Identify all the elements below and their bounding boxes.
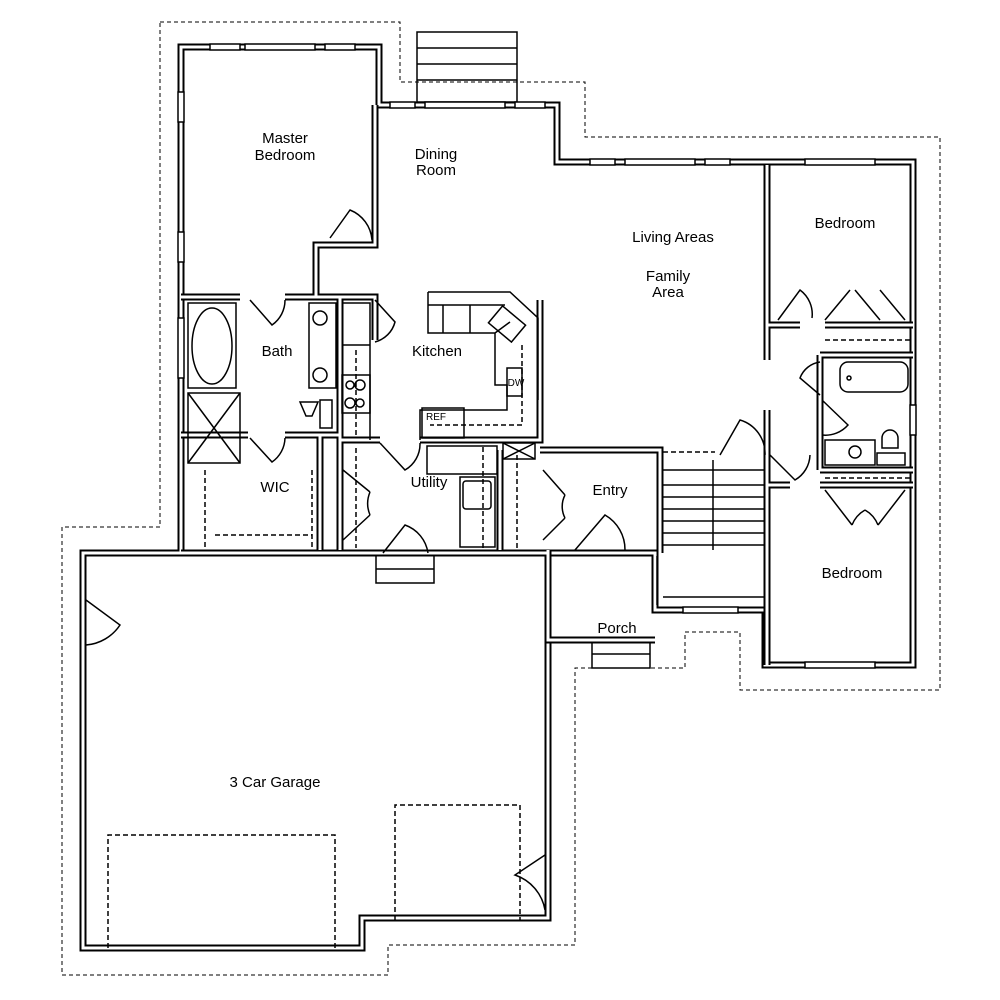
exterior-walls: [79, 43, 917, 952]
sink-icon: [848, 445, 862, 459]
washer: [459, 476, 496, 548]
refrigerator: [421, 407, 465, 439]
label-living-areas: Living Areas: [632, 229, 714, 246]
windows: [177, 43, 917, 669]
label-bedroom-1: Bedroom: [815, 215, 876, 232]
bathtub: [839, 361, 909, 393]
attic-access: [502, 442, 536, 460]
label-dining-room-2: Room: [416, 162, 456, 179]
label-family-area-2: Area: [652, 284, 684, 301]
roof-outline: [61, 21, 941, 976]
sink-icon: [312, 367, 328, 383]
garage-doors: [107, 804, 521, 948]
label-porch: Porch: [597, 620, 636, 637]
label-utility: Utility: [411, 474, 448, 491]
label-master-bedroom-2: Bedroom: [255, 147, 316, 164]
doors: [85, 209, 906, 911]
kitchen-fixtures: DW REF: [341, 291, 539, 440]
refrigerator-label: REF: [426, 412, 446, 423]
label-bath: Bath: [262, 343, 293, 360]
label-garage: 3 Car Garage: [230, 774, 321, 791]
label-dining-room-1: Dining: [415, 146, 458, 163]
utility-fixtures: [355, 442, 536, 548]
label-entry: Entry: [592, 482, 628, 499]
kitchen-sink: [487, 304, 527, 344]
stairs: [656, 451, 765, 605]
label-kitchen: Kitchen: [412, 343, 462, 360]
hall-bath-fixtures: [824, 339, 910, 479]
label-bedroom-2: Bedroom: [822, 565, 883, 582]
room-labels: Master Bedroom Dining Room Living Areas …: [230, 130, 883, 791]
sink-icon: [312, 310, 328, 326]
shower: [187, 392, 241, 464]
rear-steps: [416, 31, 518, 103]
toilet-icon: [876, 429, 906, 466]
bathtub: [191, 307, 233, 385]
master-bath-fixtures: [187, 302, 337, 464]
label-family-area-1: Family: [646, 268, 691, 285]
dishwasher-label: DW: [508, 378, 525, 389]
label-wic: WIC: [260, 479, 289, 496]
wic-shelves: [204, 470, 313, 548]
toilet-icon: [298, 399, 333, 429]
label-master-bedroom-1: Master: [262, 130, 308, 147]
interior-walls: [181, 105, 913, 665]
